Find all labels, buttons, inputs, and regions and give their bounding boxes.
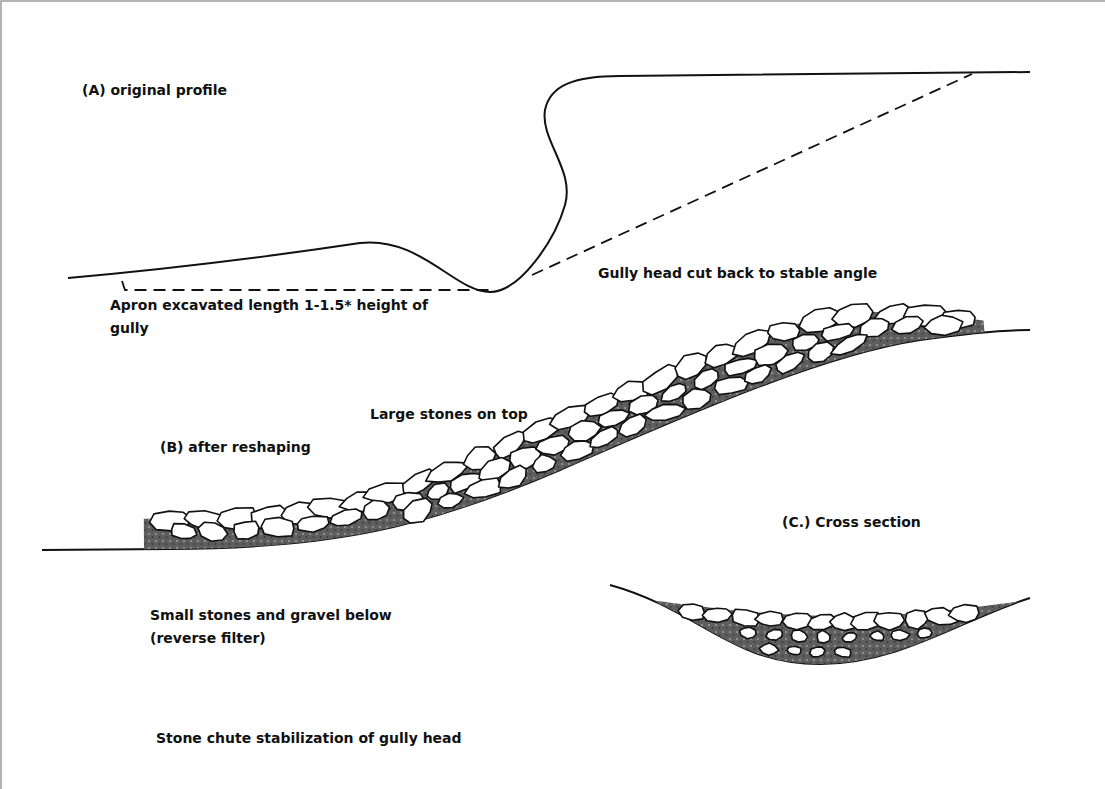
stone bbox=[715, 377, 749, 395]
cross-section-stones bbox=[657, 601, 1018, 664]
annotation-label: Gully head cut back to stable angle bbox=[596, 262, 879, 285]
stone bbox=[499, 465, 527, 488]
stone bbox=[831, 335, 868, 355]
stone bbox=[874, 613, 905, 631]
annotation-label: (B) after reshaping bbox=[158, 436, 313, 459]
stone bbox=[787, 646, 801, 654]
stone bbox=[759, 643, 779, 655]
stone bbox=[683, 389, 711, 410]
stone bbox=[870, 631, 884, 641]
stone bbox=[702, 608, 732, 622]
annotation-label: (A) original profile bbox=[80, 79, 229, 102]
stone bbox=[791, 630, 807, 642]
stone bbox=[297, 516, 329, 532]
annotation-label: Small stones and gravel below (reverse f… bbox=[148, 604, 452, 650]
reshaped-profile bbox=[42, 330, 1030, 550]
stable-angle-line bbox=[532, 74, 972, 275]
stone-chute bbox=[144, 304, 985, 549]
stone bbox=[261, 517, 294, 536]
stone bbox=[619, 414, 646, 437]
stone bbox=[776, 352, 805, 374]
stone bbox=[766, 630, 782, 641]
stone bbox=[860, 318, 889, 336]
stone bbox=[438, 493, 464, 508]
stone bbox=[948, 605, 979, 623]
stone bbox=[644, 404, 685, 420]
stone bbox=[198, 522, 228, 541]
stone bbox=[330, 509, 362, 526]
cross-section-profile bbox=[610, 585, 1030, 664]
figure-caption: Stone chute stabilization of gully head bbox=[154, 727, 464, 750]
stone bbox=[924, 315, 963, 335]
stone bbox=[817, 630, 830, 643]
stone bbox=[532, 455, 556, 473]
stone bbox=[404, 498, 432, 523]
stone bbox=[464, 478, 500, 498]
stone bbox=[835, 647, 851, 657]
stone bbox=[740, 627, 756, 638]
stone bbox=[172, 524, 197, 539]
annotation-label: Apron excavated length 1-1.5* height of … bbox=[108, 294, 442, 340]
annotation-label: (C.) Cross section bbox=[780, 511, 923, 534]
stone bbox=[891, 630, 910, 641]
stone bbox=[363, 500, 389, 519]
stone bbox=[917, 628, 932, 638]
stone bbox=[755, 611, 783, 626]
stone bbox=[234, 521, 259, 539]
stone bbox=[892, 317, 923, 334]
stone bbox=[842, 633, 857, 643]
apron-excavation-line bbox=[122, 281, 490, 290]
gravel-fill bbox=[657, 601, 1018, 664]
stone bbox=[561, 441, 594, 461]
stone bbox=[808, 342, 833, 363]
stone bbox=[678, 604, 704, 620]
stone bbox=[590, 427, 617, 448]
stone bbox=[810, 647, 825, 657]
original-profile bbox=[68, 72, 1030, 292]
stone bbox=[745, 365, 772, 384]
gravel-layer bbox=[144, 310, 985, 549]
annotation-label: Large stones on top bbox=[368, 403, 530, 426]
